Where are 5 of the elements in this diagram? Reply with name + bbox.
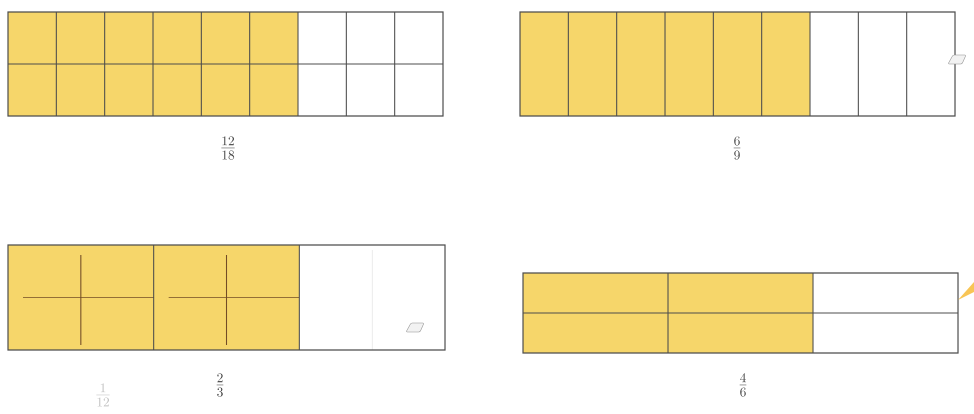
fraction-label: $\frac{4}{6}$ [740,373,746,397]
fraction-label: $\frac{2}{3}$ [216,373,224,397]
fraction-label: $\frac{12}{18}$ [221,136,235,160]
fraction-label: $\frac{1}{12}$ [96,383,110,406]
fraction-label: $\frac{6}{9}$ [734,136,740,160]
